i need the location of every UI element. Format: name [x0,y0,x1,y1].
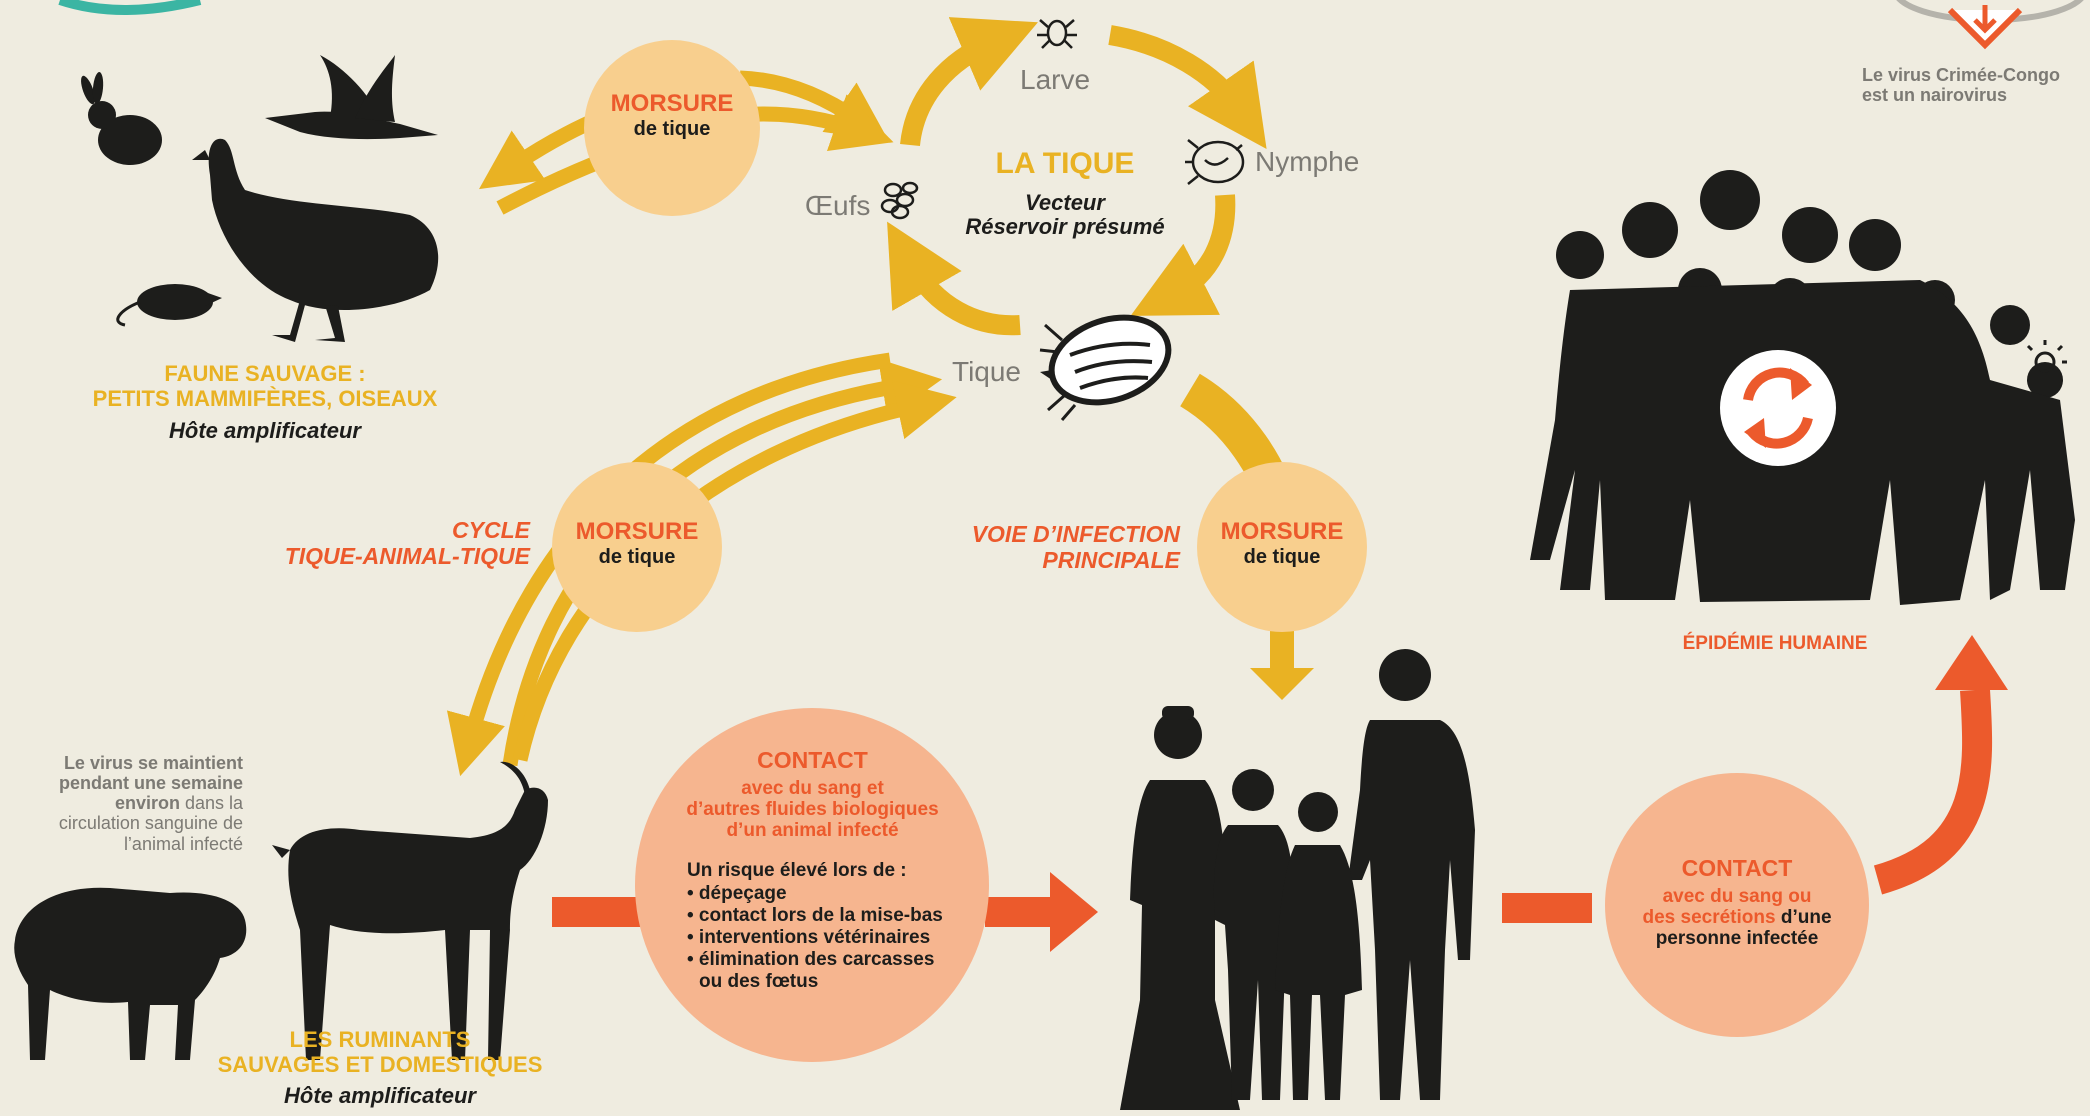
nymph-icon [1185,139,1245,185]
wildlife-silhouettes [81,55,439,342]
rat-icon [116,284,222,327]
larva-icon [1037,19,1077,49]
virus-icon [2026,340,2067,373]
risk-item: • interventions vétérinaires [687,926,931,948]
cycle-label: CYCLE TIQUE-ANIMAL-TIQUE [284,517,530,569]
human-contact-arrow [1502,635,2008,923]
family-icon [1120,649,1475,1110]
bite-circle-main [1197,462,1367,632]
risk-list: Un risque élevé lors de : • dépeçage • c… [687,860,987,992]
eggs-icon [880,181,919,220]
stage-larva: Larve [1020,64,1091,95]
risk-item: • élimination des carcasses [687,948,935,970]
risk-item: ou des fœtus [699,970,819,992]
bite-label-main: MORSURE de tique [1220,518,1344,568]
rabbit-icon [81,72,162,165]
cycle-arrows-icon [1743,367,1813,449]
cycle-arrows-icon-bg [1720,350,1836,466]
bite-label-wildlife: MORSURE de tique [610,90,734,140]
bite-circle-cycle [552,462,722,632]
tick-title: LA TIQUE Vecteur Réservoir présumé [965,147,1165,240]
human-contact-circle [1605,773,1869,1037]
tick-icon [1039,314,1172,421]
wildlife-label: FAUNE SAUVAGE : PETITS MAMMIFÈRES, OISEA… [92,361,438,444]
stage-eggs: Œufs [805,190,871,221]
goat-icon [272,761,548,1060]
virus-persistence-note: Le virus se maintient pendant une semain… [58,753,243,854]
bite-label-cycle: MORSURE de tique [575,518,699,568]
ruminants-label: LES RUMINANTS SAUVAGES ET DOMESTIQUES Hô… [217,1027,543,1109]
sheep-icon [14,887,247,1060]
human-contact-text: CONTACT avec du sang ou des secrétions d… [1642,855,1832,950]
guineafowl-icon [192,138,439,342]
bite-circle-wildlife [584,40,760,216]
stage-tick: Tique [952,356,1022,387]
main-route-label: VOIE D’INFECTION PRINCIPALE [971,521,1180,573]
corner-ornament [58,0,202,15]
risk-item: • contact lors de la mise-bas [687,905,943,927]
animal-contact-text: CONTACT avec du sang et d’autres fluides… [686,747,939,842]
animal-contact-circle [635,708,989,1062]
risk-items: • dépeçage • contact lors de la mise-bas… [687,883,987,992]
ruminant-silhouettes [14,761,548,1060]
warning-badge [1896,0,2084,50]
risk-item: • dépeçage [687,883,787,905]
tick-cycle-arrows [887,17,1267,336]
goose-icon [265,55,438,140]
stage-nymph: Nymphe [1255,146,1360,177]
epidemic-label: ÉPIDÉMIE HUMAINE [1682,633,1868,654]
nairovirus-note: Le virus Crimée-Congo est un nairovirus [1862,65,2061,106]
